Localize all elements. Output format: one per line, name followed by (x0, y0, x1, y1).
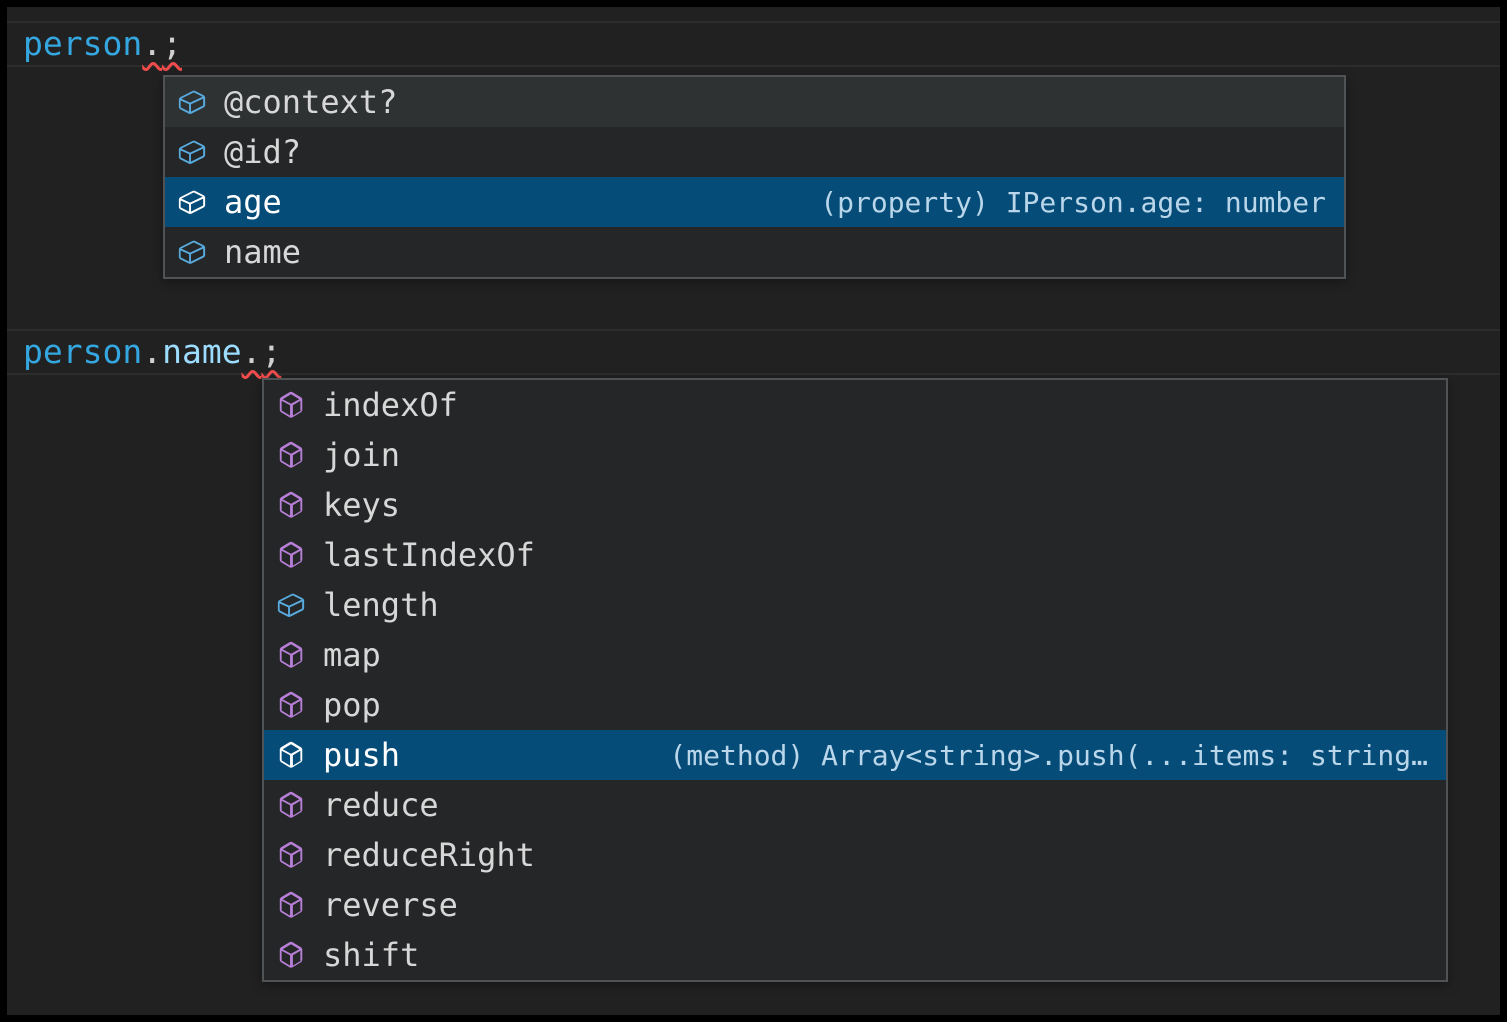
symbol-field-icon (178, 90, 206, 114)
suggestion-label: shift (323, 936, 420, 974)
symbol-field-icon (178, 190, 206, 214)
suggestion-label: @id? (224, 133, 302, 171)
suggestion-item[interactable]: reverse (264, 880, 1446, 930)
symbol-method-icon (279, 741, 303, 768)
suggestion-item[interactable]: reduceRight (264, 830, 1446, 880)
suggestion-label: name (224, 233, 302, 271)
code-line-person-name[interactable]: person.name.; (7, 329, 1500, 375)
suggestion-detail: (property) IPerson.age: number (820, 185, 1326, 219)
suggestion-item[interactable]: indexOf (264, 380, 1446, 430)
editor-surface[interactable]: person.; @context? @id? (7, 7, 1500, 1015)
symbol-field-icon (178, 240, 206, 264)
suggestion-item[interactable]: @context? (165, 77, 1344, 127)
suggestion-item[interactable]: shift (264, 930, 1446, 980)
suggestion-label: map (323, 636, 381, 674)
symbol-method-icon (279, 791, 303, 818)
code-token: person (23, 24, 143, 63)
suggestion-label: reduce (323, 786, 439, 824)
suggestion-label: reverse (323, 886, 458, 924)
symbol-field-icon (178, 140, 206, 164)
symbol-method-icon (279, 491, 303, 518)
symbol-method-icon (279, 941, 303, 968)
symbol-method-icon (279, 691, 303, 718)
suggestion-label: join (323, 436, 401, 474)
suggestion-item[interactable]: length (264, 580, 1446, 630)
symbol-method-icon (279, 841, 303, 868)
symbol-field-icon (277, 593, 305, 617)
symbol-method-icon (279, 391, 303, 418)
suggestion-label: age (224, 183, 282, 221)
symbol-method-icon (279, 441, 303, 468)
symbol-method-icon (279, 891, 303, 918)
suggestion-label: lastIndexOf (323, 536, 535, 574)
code-token: . (142, 332, 163, 371)
code-token: person (23, 332, 143, 371)
suggestion-detail: (method) Array<string>.push(...items: st… (669, 738, 1428, 772)
suggestion-label: @context? (224, 83, 398, 121)
suggestion-label: indexOf (323, 386, 458, 424)
suggestion-item[interactable]: age (property) IPerson.age: number (165, 177, 1344, 227)
code-line-person[interactable]: person.; (7, 21, 1500, 67)
suggestion-label: keys (323, 486, 401, 524)
suggestion-label: reduceRight (323, 836, 535, 874)
suggestion-item[interactable]: name (165, 227, 1344, 277)
suggest-widget-person-name: indexOf join keys (262, 378, 1448, 982)
suggestion-item[interactable]: lastIndexOf (264, 530, 1446, 580)
suggestion-label: push (323, 736, 401, 774)
suggestion-item[interactable]: pop (264, 680, 1446, 730)
suggestion-item[interactable]: map (264, 630, 1446, 680)
suggestion-item[interactable]: join (264, 430, 1446, 480)
code-token: . (142, 24, 163, 63)
suggestion-item[interactable]: push (method) Array<string>.push(...item… (264, 730, 1446, 780)
code-token: . (241, 332, 262, 371)
suggestion-label: pop (323, 686, 381, 724)
code-token: ; (162, 24, 182, 63)
suggestion-item[interactable]: reduce (264, 780, 1446, 830)
code-token: name (162, 332, 242, 371)
symbol-method-icon (279, 641, 303, 668)
suggestion-label: length (323, 586, 439, 624)
suggest-widget-person: @context? @id? age (property) IPerson. (163, 75, 1346, 279)
suggestion-item[interactable]: @id? (165, 127, 1344, 177)
suggestion-item[interactable]: keys (264, 480, 1446, 530)
symbol-method-icon (279, 541, 303, 568)
code-token: ; (261, 332, 282, 371)
